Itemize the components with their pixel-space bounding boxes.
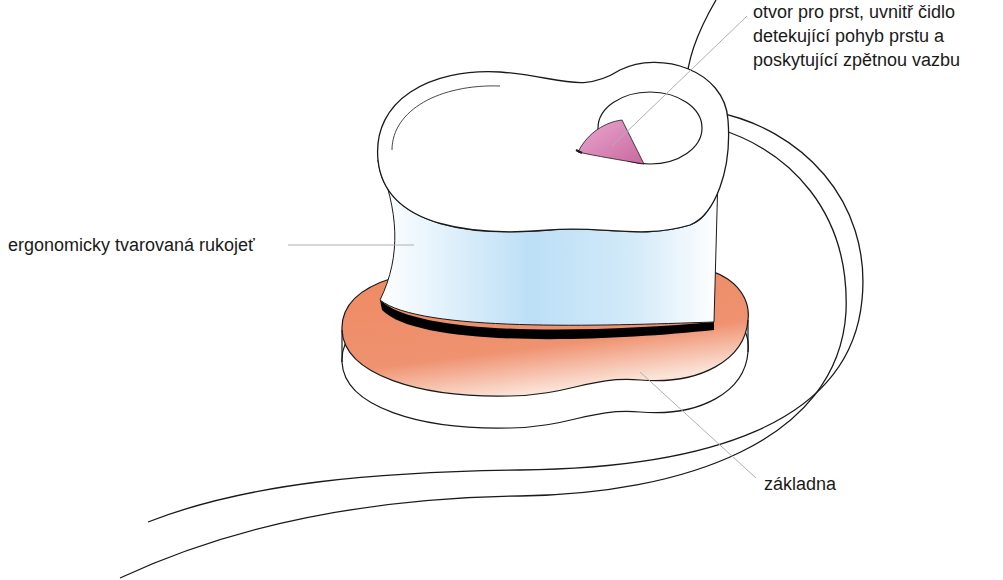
base-edge xyxy=(341,330,342,362)
leader-line xyxy=(612,16,747,146)
handle xyxy=(378,62,729,339)
finger-sensor xyxy=(578,120,644,164)
callout-text: otvor pro prst, uvnitř čidlo detekující … xyxy=(753,0,998,72)
part-label: základna xyxy=(764,472,964,496)
leader-line xyxy=(640,372,756,478)
cable xyxy=(120,0,863,578)
handle-top xyxy=(378,62,729,232)
base-edge xyxy=(747,320,748,352)
handle-top-rim xyxy=(392,86,500,150)
leader-line xyxy=(288,245,414,246)
leader-lines xyxy=(288,16,756,478)
part-label: ergonomicky tvarovaná rukojeť xyxy=(8,233,283,257)
sensor-edge xyxy=(576,150,582,153)
